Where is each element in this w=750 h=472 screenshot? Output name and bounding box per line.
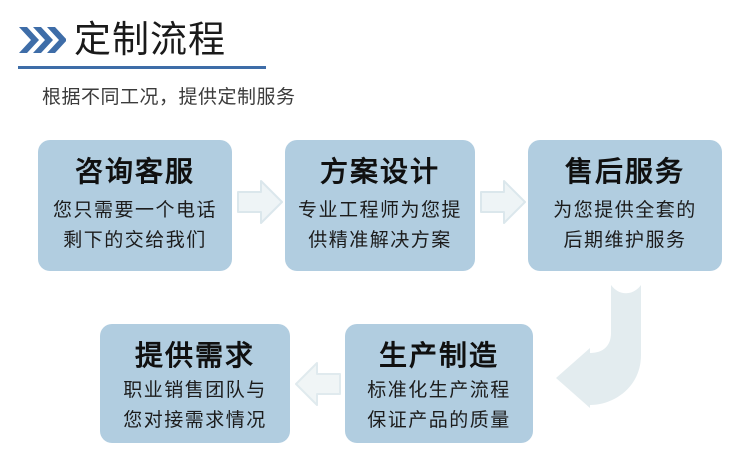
triple-chevron-right-icon (18, 25, 67, 55)
flow-step-title: 生产制造 (378, 340, 499, 371)
flow-step-card-4[interactable]: 提供需求 职业销售团队与 您对接需求情况 (100, 324, 290, 443)
title-underline-divider (18, 66, 266, 69)
flow-step-description: 为您提供全套的 后期维护服务 (553, 196, 697, 256)
arrow-left-icon (292, 358, 342, 410)
page-title: 定制流程 (74, 19, 226, 60)
page-header: 定制流程 (18, 16, 438, 72)
flow-step-title: 方案设计 (319, 156, 440, 187)
flow-step-description: 您只需要一个电话 剩下的交给我们 (53, 196, 217, 256)
flow-step-description: 专业工程师为您提 供精准解决方案 (298, 196, 462, 256)
flow-step-description-line: 标准化生产流程 (367, 380, 511, 401)
flow-step-description-line: 您只需要一个电话 (52, 200, 217, 221)
flow-step-description-line: 您对接需求情况 (123, 410, 267, 431)
flow-step-card-5[interactable]: 生产制造 标准化生产流程 保证产品的质量 (345, 324, 533, 443)
flow-step-description-line: 供精准解决方案 (308, 230, 452, 251)
arrow-right-icon (479, 176, 527, 228)
flow-step-card-1[interactable]: 咨询客服 您只需要一个电话 剩下的交给我们 (38, 140, 232, 271)
flow-step-title: 提供需求 (134, 340, 255, 371)
flow-step-description-line: 职业销售团队与 (123, 380, 267, 401)
flow-step-card-2[interactable]: 方案设计 专业工程师为您提 供精准解决方案 (285, 140, 475, 271)
flow-step-description: 职业销售团队与 您对接需求情况 (123, 376, 267, 436)
flow-step-title: 咨询客服 (74, 156, 195, 187)
flow-step-card-3[interactable]: 售后服务 为您提供全套的 后期维护服务 (528, 140, 722, 271)
flow-step-description-line: 保证产品的质量 (367, 410, 511, 431)
flow-step-description-line: 剩下的交给我们 (63, 230, 207, 251)
arrow-uturn-down-left-icon (552, 283, 678, 410)
flow-step-description-line: 专业工程师为您提 (297, 200, 462, 221)
flow-step-title: 售后服务 (564, 156, 685, 187)
page-subtitle: 根据不同工况，提供定制服务 (42, 87, 296, 108)
arrow-right-icon (236, 176, 284, 228)
flow-step-description-line: 后期维护服务 (563, 230, 687, 251)
flow-step-description-line: 为您提供全套的 (553, 200, 697, 221)
flow-step-description: 标准化生产流程 保证产品的质量 (367, 376, 511, 436)
